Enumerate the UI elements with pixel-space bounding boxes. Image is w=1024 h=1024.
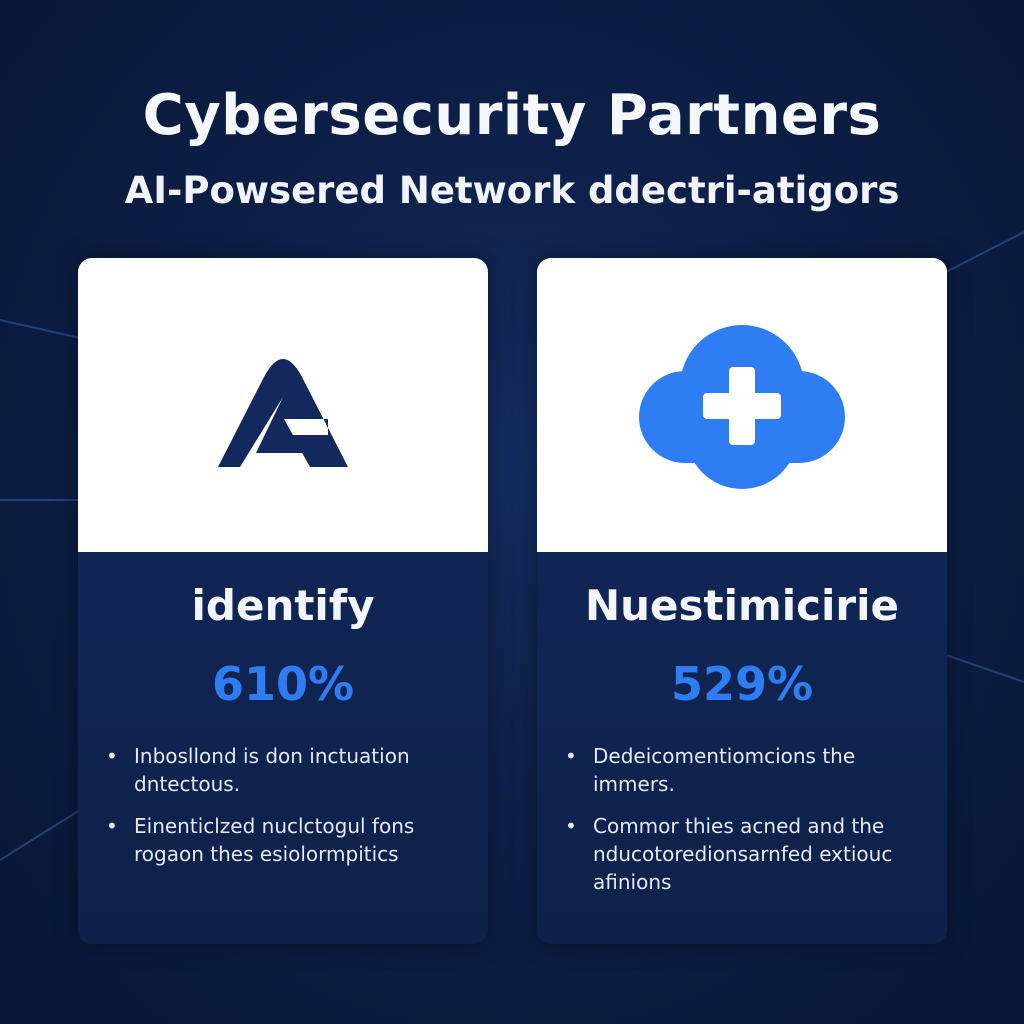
cloud-plus-icon [639,325,845,489]
list-item: Commor thies acned and the nducotoredion… [565,812,927,896]
card-heading: Nuestimicirie [584,581,900,630]
bullet-list: Inbosllond is don inctuation dntectous. … [78,742,488,868]
page-subtitle: AI-Powsered Network ddectri-atigors [124,169,900,212]
stylized-a-logo-icon [218,359,348,467]
card-icon-panel [78,258,488,552]
header: Cybersecurity Partners AI-Powsered Netwo… [0,80,1024,216]
list-item: Inbosllond is don inctuation dntectous. [106,742,468,798]
card-stat: 610% [211,657,355,711]
card-icon-panel [537,258,947,552]
list-item: Einenticlzed nuclctogul fons rogaon thes… [106,812,468,868]
page-title: Cybersecurity Partners [142,83,882,148]
card-stat: 529% [670,657,814,711]
card-identify: identify 610% Inbosllond is don inctuati… [78,258,488,944]
bullet-list: Dedeicomentiomcions the immers. Commor t… [537,742,947,896]
card-content: identify 610% Inbosllond is don inctuati… [78,552,488,868]
card-heading: identify [191,581,375,630]
card-content: Nuestimicirie 529% Dedeicomentiomcions t… [537,552,947,896]
list-item: Dedeicomentiomcions the immers. [565,742,927,798]
card-nuestimicirie: Nuestimicirie 529% Dedeicomentiomcions t… [537,258,947,944]
